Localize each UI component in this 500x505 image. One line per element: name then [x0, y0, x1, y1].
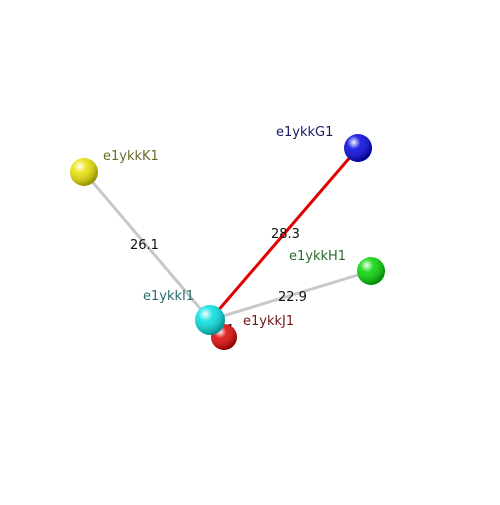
- node-sphere-shading: [357, 257, 385, 285]
- node-label-g1: e1ykkG1: [276, 125, 333, 140]
- node-h1[interactable]: [357, 257, 385, 285]
- edges-layer: [82, 146, 373, 339]
- node-sphere-shading: [344, 134, 372, 162]
- edge-label-k1-i1: 26.1: [130, 238, 159, 253]
- edge-h1-i1: [208, 269, 373, 322]
- node-label-k1: e1ykkK1: [103, 149, 159, 164]
- edge-label-h1-i1: 22.9: [278, 290, 307, 305]
- node-label-h1: e1ykkH1: [289, 249, 346, 264]
- edge-g1-i1: [208, 146, 360, 322]
- node-sphere-shading: [195, 305, 225, 335]
- node-label-j1: e1ykkJ1: [243, 314, 294, 329]
- node-g1[interactable]: [344, 134, 372, 162]
- edge-label-g1-i1: 28.3: [271, 227, 300, 242]
- edge-k1-i1: [82, 170, 212, 322]
- node-labels-layer: e1ykkK1 e1ykkG1 e1ykkH1 e1ykkI1 e1ykkJ1: [103, 125, 346, 329]
- node-k1[interactable]: [70, 158, 98, 186]
- node-i1[interactable]: [195, 305, 225, 335]
- nodes-layer: [70, 134, 385, 350]
- node-sphere-shading: [70, 158, 98, 186]
- node-label-i1: e1ykkI1: [143, 289, 194, 304]
